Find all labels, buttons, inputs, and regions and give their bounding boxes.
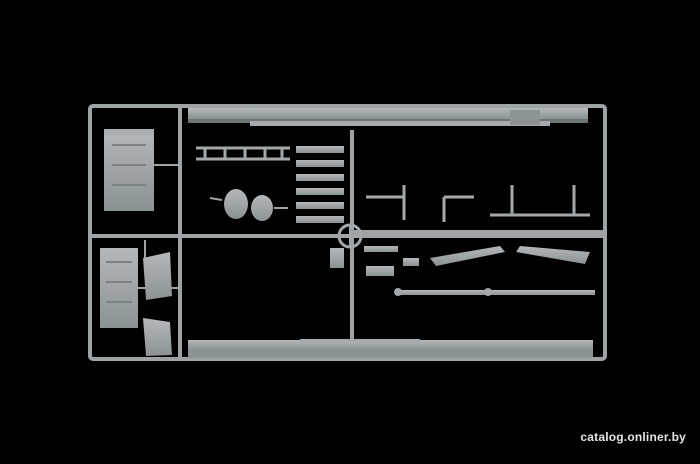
top-rail-part [188,108,588,126]
axle-frame-parts [366,185,590,222]
chassis-beam-parts [364,246,590,276]
watermark-text: catalog.onliner.by [580,430,686,444]
drive-shaft-part [394,288,595,296]
rung-stack-parts [296,146,344,223]
bottom-rail-part [188,339,593,358]
bracket-parts [143,240,172,356]
center-hub-part [330,223,363,268]
side-panel-part [100,248,180,328]
ladder-part [196,146,290,161]
sprue-frame [88,104,607,361]
box-panel-part [104,129,180,211]
wheel-parts [209,189,288,221]
